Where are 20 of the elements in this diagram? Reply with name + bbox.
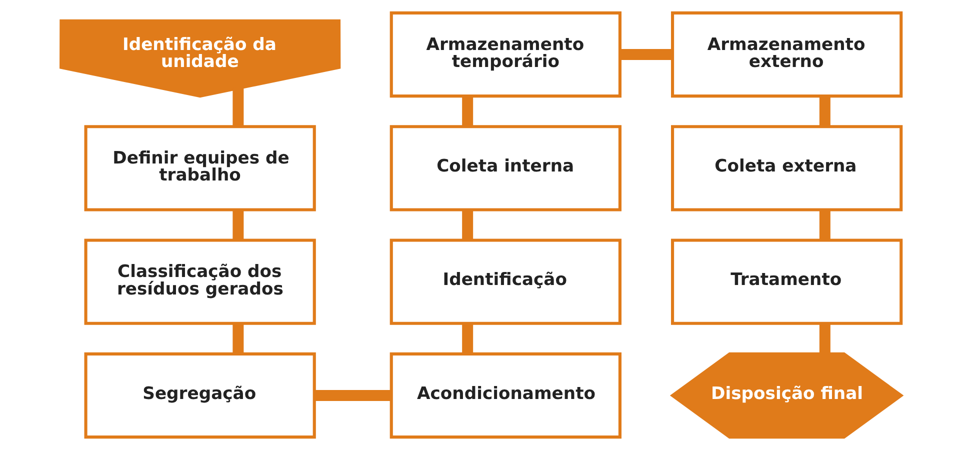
connector bbox=[819, 210, 830, 240]
connector bbox=[819, 96, 830, 126]
connector bbox=[462, 210, 474, 240]
node-box: Tratamento bbox=[671, 238, 903, 325]
connector bbox=[232, 210, 244, 240]
node-box: Acondicionamento bbox=[390, 352, 622, 439]
connector bbox=[462, 324, 474, 354]
node-box: Segregação bbox=[84, 352, 316, 439]
node-box: Identificação bbox=[390, 238, 622, 325]
node-box: Coleta externa bbox=[671, 125, 903, 212]
connector bbox=[232, 324, 244, 354]
connector bbox=[819, 324, 830, 354]
node-box: Definir equipes de trabalho bbox=[84, 125, 316, 212]
connector bbox=[620, 48, 672, 60]
node-box: Classificação dos resíduos gerados bbox=[84, 238, 316, 325]
node-box: Coleta interna bbox=[390, 125, 622, 212]
node-box: Armazenamento externo bbox=[671, 11, 903, 98]
node-box: Armazenamento temporário bbox=[390, 11, 622, 98]
connector bbox=[462, 96, 474, 126]
connector bbox=[314, 390, 391, 402]
